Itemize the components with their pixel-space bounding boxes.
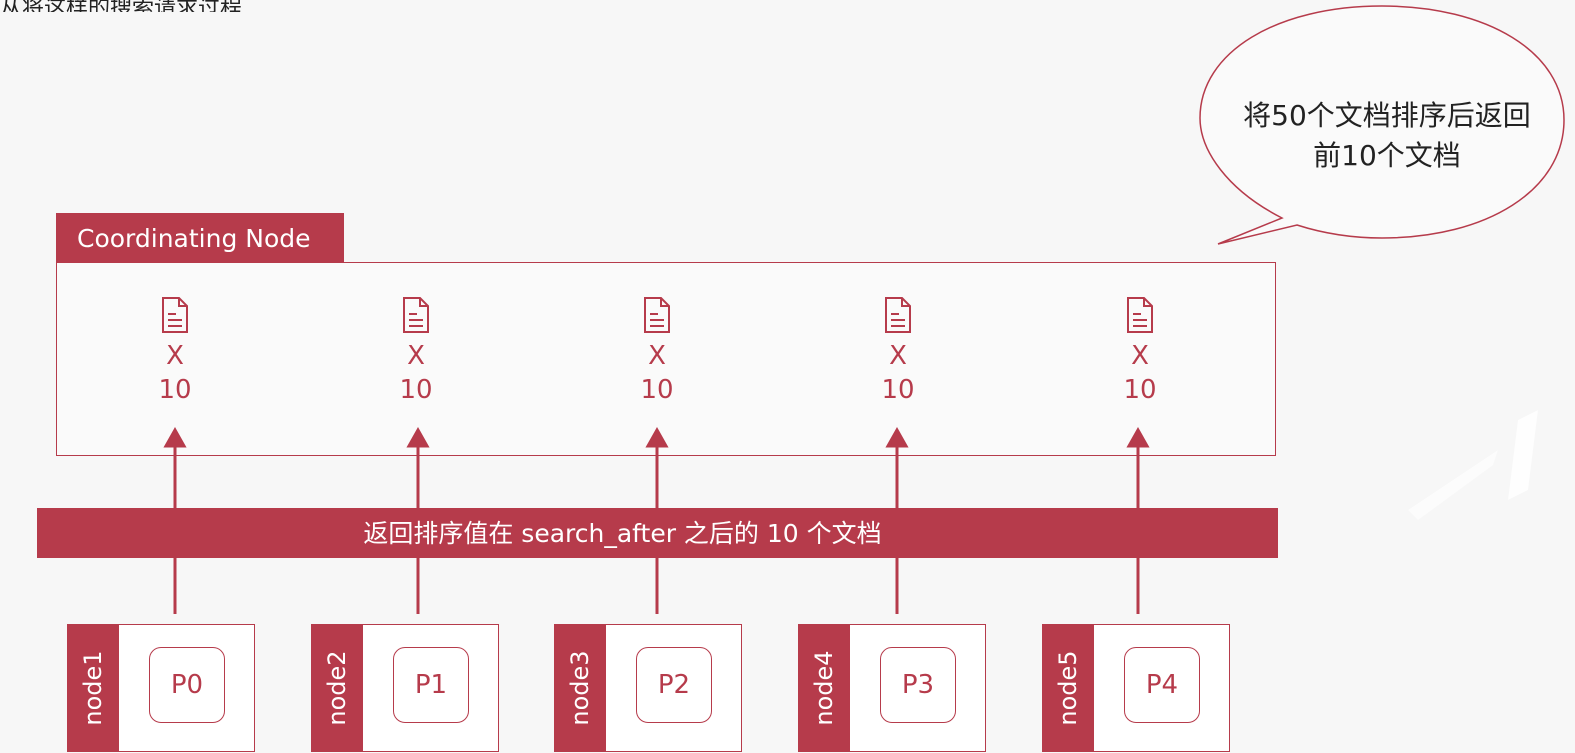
header-fragment: 从将这样的搜索请求过程 — [0, 0, 380, 12]
arrow-head-0 — [163, 426, 187, 448]
node-label: node4 — [810, 650, 838, 726]
return-bar: 返回排序值在 search_after 之后的 10 个文档 — [37, 508, 1278, 558]
bubble-line-2: 前10个文档 — [1313, 139, 1461, 172]
coordinating-node-label: Coordinating Node — [56, 213, 344, 263]
doc-column-1: X 10 — [386, 296, 446, 408]
arrow-head-1 — [406, 426, 430, 448]
shard-box: P0 — [149, 647, 225, 723]
document-icon — [1127, 297, 1153, 333]
node-box-3: node3 P2 — [554, 624, 742, 752]
node-box-4: node4 P3 — [798, 624, 986, 752]
document-icon — [162, 297, 188, 333]
node-box-5: node5 P4 — [1042, 624, 1230, 752]
node-box-1: node1 P0 — [67, 624, 255, 752]
doc-column-4: X 10 — [1110, 296, 1170, 408]
node-label: node1 — [79, 650, 107, 726]
node-tab: node5 — [1042, 624, 1094, 752]
shard-box: P3 — [880, 647, 956, 723]
document-icon — [403, 297, 429, 333]
doc-count: 10 — [399, 375, 433, 405]
doc-count: 10 — [158, 375, 192, 405]
document-icon — [885, 297, 911, 333]
node-label: node3 — [566, 650, 594, 726]
bubble-line-1: 将50个文档排序后返回 — [1243, 99, 1531, 132]
speech-bubble: 将50个文档排序后返回 前10个文档 — [1192, 0, 1575, 262]
shard-box: P1 — [393, 647, 469, 723]
arrow-head-3 — [885, 426, 909, 448]
node-tab: node4 — [798, 624, 850, 752]
document-icon — [644, 297, 670, 333]
doc-column-0: X 10 — [145, 296, 205, 408]
shard-box: P4 — [1124, 647, 1200, 723]
multiply-mark: X — [648, 341, 666, 371]
watermark-shape — [1408, 410, 1538, 520]
multiply-mark: X — [889, 341, 907, 371]
multiply-mark: X — [166, 341, 184, 371]
multiply-mark: X — [1131, 341, 1149, 371]
speech-bubble-shape — [1199, 5, 1565, 245]
arrow-head-2 — [645, 426, 669, 448]
arrow-head-4 — [1126, 426, 1150, 448]
coordinating-node-box — [56, 262, 1276, 456]
doc-count: 10 — [1123, 375, 1157, 405]
doc-column-3: X 10 — [868, 296, 928, 408]
node-tab: node2 — [311, 624, 363, 752]
multiply-mark: X — [407, 341, 425, 371]
node-label: node2 — [323, 650, 351, 726]
node-tab: node1 — [67, 624, 119, 752]
shard-box: P2 — [636, 647, 712, 723]
node-tab: node3 — [554, 624, 606, 752]
bubble-text: 将50个文档排序后返回 前10个文档 — [1212, 96, 1562, 176]
doc-count: 10 — [640, 375, 674, 405]
doc-column-2: X 10 — [627, 296, 687, 408]
node-box-2: node2 P1 — [311, 624, 499, 752]
node-label: node5 — [1054, 650, 1082, 726]
doc-count: 10 — [881, 375, 915, 405]
